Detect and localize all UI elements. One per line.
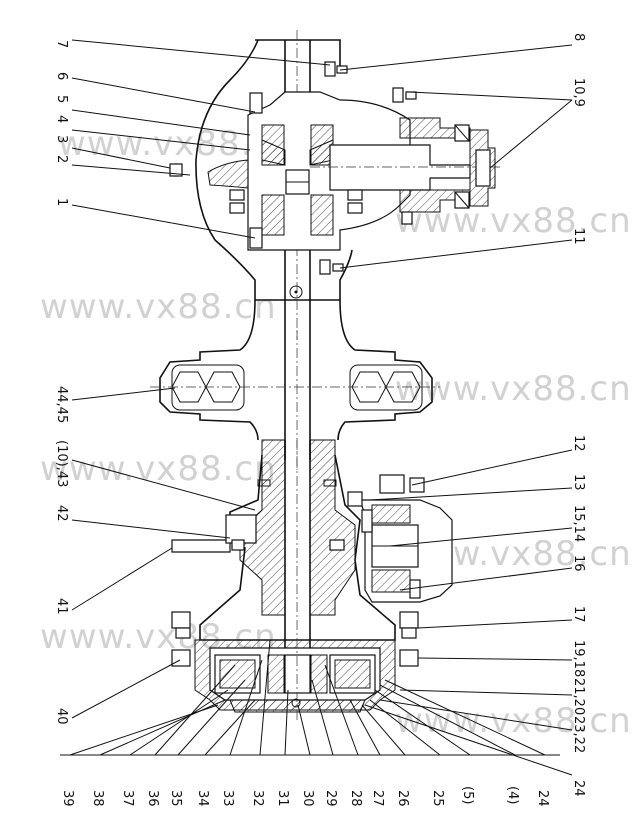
- upper-final-drive: [169, 30, 500, 340]
- lower-hub-assembly: [171, 439, 453, 720]
- callout-labels-right: 8 10,9 11 12 13 15,14 16 17 19,18 21,20 …: [571, 33, 586, 797]
- label-12: 12: [571, 435, 586, 452]
- label-3: 3: [54, 135, 69, 143]
- label-19-18: 19,18: [571, 640, 586, 677]
- label-11: 11: [571, 228, 586, 245]
- label-15-14: 15,14: [571, 505, 586, 542]
- label-43: (10),43: [54, 440, 69, 487]
- label-32: 32: [250, 790, 265, 807]
- label-8: 8: [571, 33, 586, 41]
- label-28: 28: [348, 790, 363, 807]
- label-24-bottom: 24: [535, 790, 550, 807]
- sun-gear: [284, 654, 311, 694]
- label-38: 38: [90, 790, 105, 807]
- label-2: 2: [54, 155, 69, 163]
- label-1: 1: [54, 198, 69, 206]
- upper-bolts: [169, 61, 417, 275]
- label-29: 29: [323, 790, 338, 807]
- label-16: 16: [571, 555, 586, 572]
- label-44-45: 44,45: [54, 386, 69, 423]
- label-17: 17: [571, 606, 586, 623]
- label-41: 41: [54, 598, 69, 615]
- label-4b: (4): [505, 786, 520, 804]
- label-30: 30: [300, 790, 315, 807]
- label-39: 39: [60, 790, 75, 807]
- pinion-shaft: [329, 144, 471, 191]
- leader-lines: [60, 39, 573, 776]
- label-33: 33: [220, 790, 235, 807]
- callout-labels-left: 7 6 5 4 3 2 1 44,45 (10),43 42 41 40: [54, 40, 69, 725]
- center-bracket: [150, 299, 440, 470]
- label-31: 31: [275, 790, 290, 807]
- label-13: 13: [571, 474, 586, 491]
- label-36: 36: [145, 790, 160, 807]
- watermark-4: www.vx88.cn: [395, 369, 632, 409]
- end-cap: [229, 699, 366, 713]
- label-42: 42: [54, 505, 69, 522]
- watermark-5: www.vx88.cn: [40, 449, 277, 489]
- label-25: 25: [430, 790, 445, 807]
- label-23-22: 23,22: [571, 716, 586, 753]
- label-6: 6: [54, 72, 69, 80]
- steering-arm: [171, 539, 231, 553]
- label-34: 34: [195, 790, 210, 807]
- label-26: 26: [395, 790, 410, 807]
- watermarks: www.vx88.cn www.vx88.cn www.vx88.cn www.…: [40, 124, 632, 741]
- watermark-3: www.vx88.cn: [40, 287, 277, 327]
- label-5b: (5): [460, 786, 475, 804]
- label-7: 7: [54, 40, 69, 48]
- ring-gear-left: [207, 159, 249, 189]
- label-40: 40: [54, 708, 69, 725]
- label-4: 4: [54, 115, 69, 123]
- label-27: 27: [370, 790, 385, 807]
- pinion-housing-upper: [399, 117, 471, 139]
- label-21-20: 21,20: [571, 678, 586, 715]
- spindle-right: [309, 439, 356, 616]
- label-37: 37: [120, 790, 135, 807]
- callout-labels-bottom: 39 38 37 36 35 34 33 32 31 30 29 28 27 2…: [60, 786, 550, 807]
- label-10-9: 10,9: [571, 78, 586, 107]
- upper-axle-tube: [195, 39, 353, 301]
- label-5: 5: [54, 95, 69, 103]
- label-24-right: 24: [571, 780, 586, 797]
- steering-arm-boss: [225, 514, 257, 544]
- label-35: 35: [168, 790, 183, 807]
